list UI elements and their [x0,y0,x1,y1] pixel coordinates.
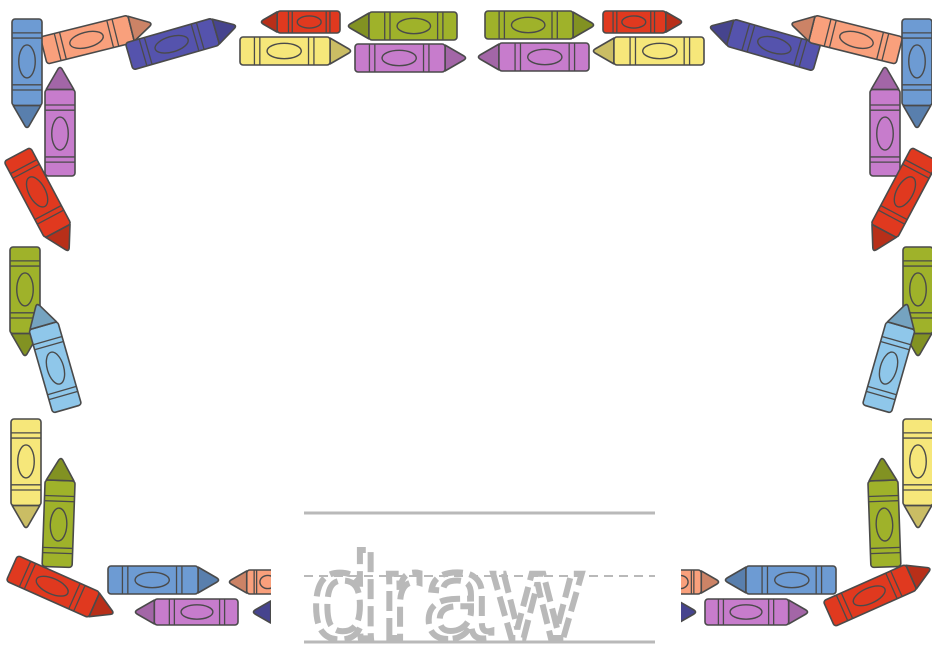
crayon-blue [11,18,43,129]
crayon-blue [901,18,932,129]
crayon-red [260,10,341,34]
crayon-yellow [592,36,705,66]
crayon-red [823,564,931,627]
trace-word-draw: draw [311,528,583,646]
crayon-green [41,457,76,569]
crayon-yellow [239,36,352,66]
crayon-indigo [709,19,821,71]
crayon-purple [704,598,809,626]
handwriting-lines: draw [304,511,655,646]
crayon-red [602,10,683,34]
crayon-purple [869,66,901,177]
crayon-light-blue [862,303,916,414]
crayon-purple [134,598,239,626]
crayon-salmon [791,14,903,65]
crayon-red [6,555,114,618]
crayon-green [9,246,41,357]
crayon-green [867,457,902,569]
crayon-purple [44,66,76,177]
tracing-panel: draw [271,458,681,646]
crayon-blue [107,565,220,595]
crayon-indigo [125,18,237,70]
crayon-green [347,11,458,41]
crayon-light-blue [28,303,82,414]
crayon-red [4,147,71,252]
crayon-yellow [10,418,42,529]
crayon-blue [724,565,837,595]
crayon-yellow [902,418,932,529]
crayon-green [484,10,595,40]
crayon-red [871,147,932,252]
crayon-salmon [40,14,152,65]
crayon-purple [477,42,590,72]
crayon-purple [354,43,467,73]
